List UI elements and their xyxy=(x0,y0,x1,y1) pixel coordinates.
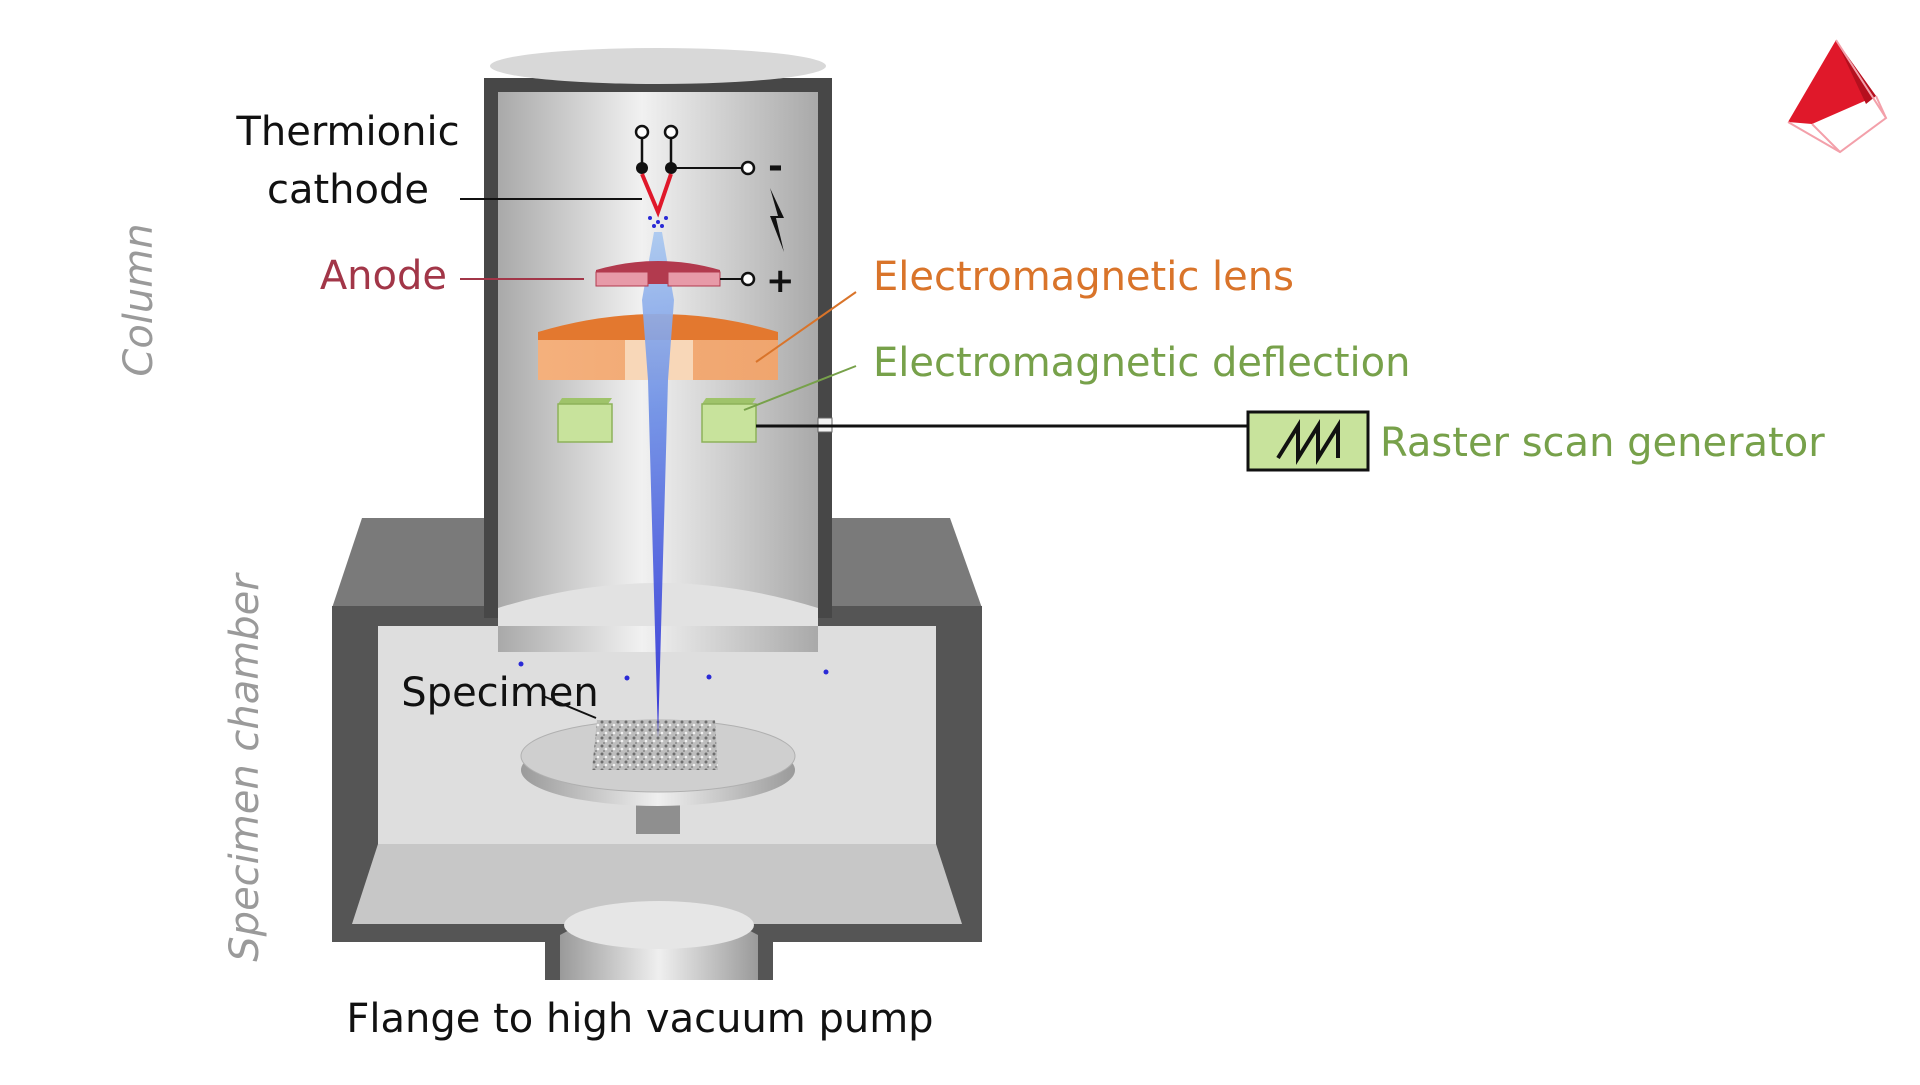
cathode-label-line2: cathode xyxy=(267,167,429,213)
column-label: Column xyxy=(116,223,162,376)
cathode-label-line1: Thermionic xyxy=(235,109,459,155)
specimen-leader xyxy=(542,695,597,719)
chamber-label: Specimen chamber xyxy=(222,572,268,962)
flange-opening xyxy=(564,901,754,949)
sawtooth-wave-icon xyxy=(1276,419,1340,465)
lens-label: Electromagnetic lens xyxy=(873,254,1294,300)
scattered-electrons xyxy=(518,661,829,681)
specimen-label: Specimen xyxy=(401,670,598,716)
plus-sign: + xyxy=(766,261,795,301)
deflection-coils xyxy=(557,398,757,443)
chamber-floor xyxy=(352,844,962,924)
filament xyxy=(640,173,673,218)
raster-scan-generator-box xyxy=(1246,410,1370,472)
raster-label: Raster scan generator xyxy=(1380,420,1825,466)
lens-leader xyxy=(755,291,857,363)
deflection-label: Electromagnetic deflection xyxy=(873,340,1410,386)
deflector-left xyxy=(557,403,613,443)
thermionic-cathode xyxy=(634,124,756,228)
electron-beam xyxy=(642,232,674,738)
minus-sign: - xyxy=(768,146,783,187)
specimen-sample xyxy=(592,720,718,770)
anode xyxy=(595,261,756,287)
anode-label: Anode xyxy=(320,253,447,299)
red-pyramid-logo xyxy=(1787,39,1888,154)
specimen-stage xyxy=(520,719,796,834)
flange-label: Flange to high vacuum pump xyxy=(346,996,933,1042)
lightning-bolt-icon xyxy=(770,188,784,252)
deflector-right xyxy=(701,403,757,443)
column-top-cap xyxy=(490,48,826,84)
deflection-leader xyxy=(743,365,857,411)
